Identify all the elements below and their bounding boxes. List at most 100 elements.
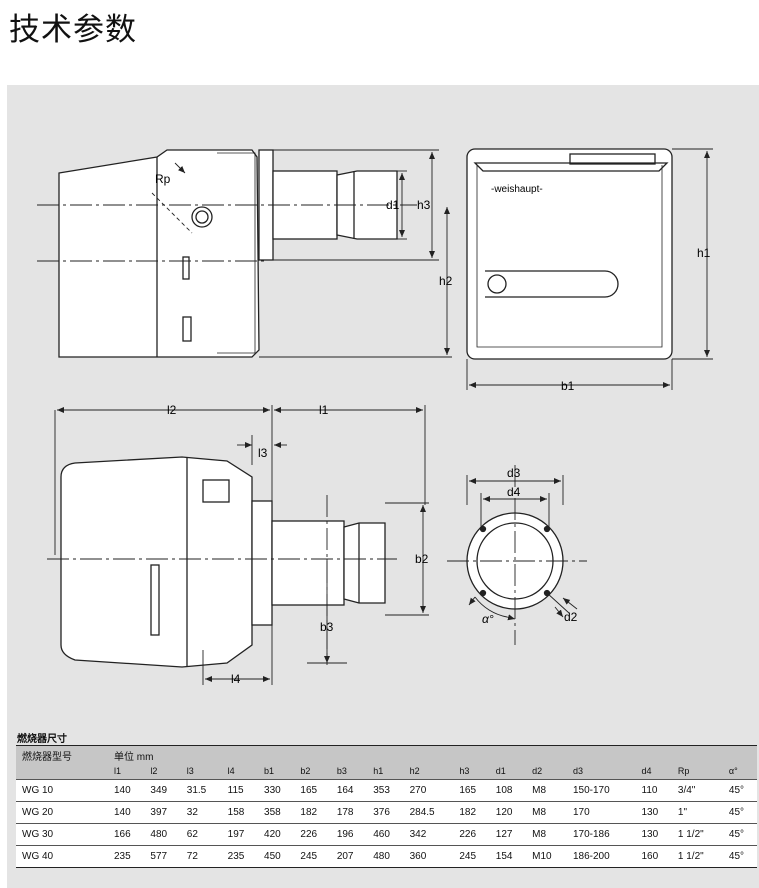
value-cell: M10 — [526, 845, 567, 868]
column-header: h1 — [367, 763, 404, 780]
value-cell: 45° — [722, 801, 757, 824]
value-cell: 130 — [635, 801, 672, 824]
value-cell: 170-186 — [566, 823, 636, 846]
value-cell: 270 — [403, 779, 454, 802]
value-cell: 207 — [330, 845, 368, 868]
model-header: 燃烧器型号 — [16, 745, 108, 763]
value-cell: 115 — [221, 779, 259, 802]
value-cell: 376 — [367, 801, 404, 824]
b2-label: b2 — [415, 552, 429, 566]
value-cell: 127 — [489, 823, 527, 846]
value-cell: 197 — [221, 823, 259, 846]
value-cell: 72 — [180, 845, 222, 868]
d1-label: d1 — [386, 198, 400, 212]
table-header-row: 燃烧器型号 单位 mm — [16, 745, 757, 763]
value-cell: 235 — [108, 845, 145, 868]
dimension-table: 燃烧器型号 单位 mm l1 l2 l3 l4 b1 b2 b3 h1 h2 h… — [16, 745, 757, 868]
value-cell: 450 — [258, 845, 295, 868]
column-header: b2 — [294, 763, 331, 780]
value-cell: 150-170 — [566, 779, 636, 802]
burner-front-view — [466, 148, 673, 360]
column-header: Rp — [671, 763, 723, 780]
value-cell: 120 — [489, 801, 527, 824]
value-cell: 577 — [144, 845, 181, 868]
value-cell: 349 — [144, 779, 181, 802]
column-header: l3 — [180, 763, 222, 780]
dimension-table-section: 燃烧器尺寸 燃烧器型号 单位 mm l1 l2 l3 l4 b1 b2 b3 h… — [7, 725, 759, 888]
table-row: WG 30 166 480 62 197 420 226 196 460 342… — [16, 823, 757, 846]
brand-label: -weishaupt- — [491, 184, 543, 195]
value-cell: 226 — [453, 823, 490, 846]
alpha-label: α° — [482, 612, 494, 626]
table-row: WG 40 235 577 72 235 450 245 207 480 360… — [16, 845, 757, 868]
burner-top-view — [60, 456, 386, 668]
model-cell: WG 20 — [16, 801, 108, 824]
rp-label: Rp — [155, 172, 171, 186]
table-caption: 燃烧器尺寸 — [17, 734, 67, 745]
column-header: l1 — [108, 763, 145, 780]
dimension-drawing: Rp d1 h3 h2 -weishaupt- h1 b1 — [7, 85, 759, 725]
value-cell: 235 — [221, 845, 259, 868]
value-cell: 420 — [258, 823, 295, 846]
value-cell: 31.5 — [180, 779, 222, 802]
column-header: l4 — [221, 763, 259, 780]
value-cell: 196 — [330, 823, 368, 846]
value-cell: 32 — [180, 801, 222, 824]
l2-label: l2 — [167, 403, 177, 417]
value-cell: 110 — [635, 779, 672, 802]
d2-label: d2 — [564, 610, 578, 624]
value-cell: 1 1/2" — [671, 823, 723, 846]
column-header: h2 — [403, 763, 454, 780]
h1-label: h1 — [697, 246, 711, 260]
value-cell: 182 — [294, 801, 331, 824]
value-cell: 284.5 — [403, 801, 454, 824]
value-cell: 1 1/2" — [671, 845, 723, 868]
value-cell: 245 — [294, 845, 331, 868]
value-cell: 62 — [180, 823, 222, 846]
value-cell: 360 — [403, 845, 454, 868]
value-cell: 342 — [403, 823, 454, 846]
value-cell: 108 — [489, 779, 527, 802]
h3-label: h3 — [417, 198, 431, 212]
value-cell: 3/4" — [671, 779, 723, 802]
value-cell: 164 — [330, 779, 368, 802]
value-cell: 154 — [489, 845, 527, 868]
column-header: b1 — [258, 763, 295, 780]
value-cell: 245 — [453, 845, 490, 868]
table-row: WG 20 140 397 32 158 358 182 178 376 284… — [16, 801, 757, 824]
model-cell: WG 10 — [16, 779, 108, 802]
value-cell: 166 — [108, 823, 145, 846]
d4-label: d4 — [507, 485, 521, 499]
value-cell: 1" — [671, 801, 723, 824]
value-cell: 397 — [144, 801, 181, 824]
b3-label: b3 — [320, 620, 334, 634]
unit-header: 单位 mm — [108, 745, 757, 763]
value-cell: 330 — [258, 779, 295, 802]
d3-label: d3 — [507, 466, 521, 480]
value-cell: 140 — [108, 801, 145, 824]
table-column-row: l1 l2 l3 l4 b1 b2 b3 h1 h2 h3 d1 d2 d3 d… — [16, 763, 757, 780]
value-cell: M8 — [526, 801, 567, 824]
value-cell: 182 — [453, 801, 490, 824]
value-cell: 480 — [144, 823, 181, 846]
column-header: b3 — [330, 763, 368, 780]
column-header: h3 — [453, 763, 490, 780]
value-cell: 130 — [635, 823, 672, 846]
column-header: d3 — [566, 763, 636, 780]
value-cell: M8 — [526, 779, 567, 802]
model-cell: WG 40 — [16, 845, 108, 868]
value-cell: 45° — [722, 845, 757, 868]
value-cell: 165 — [294, 779, 331, 802]
value-cell: 358 — [258, 801, 295, 824]
value-cell: M8 — [526, 823, 567, 846]
value-cell: 45° — [722, 823, 757, 846]
value-cell: 480 — [367, 845, 404, 868]
table-row: WG 10 140 349 31.5 115 330 165 164 353 2… — [16, 779, 757, 802]
column-header: d2 — [526, 763, 567, 780]
value-cell: 460 — [367, 823, 404, 846]
l4-label: l4 — [231, 672, 241, 686]
value-cell: 170 — [566, 801, 636, 824]
page-title: 技术参数 — [9, 12, 137, 48]
b1-label: b1 — [561, 379, 575, 393]
burner-side-view — [58, 149, 398, 358]
